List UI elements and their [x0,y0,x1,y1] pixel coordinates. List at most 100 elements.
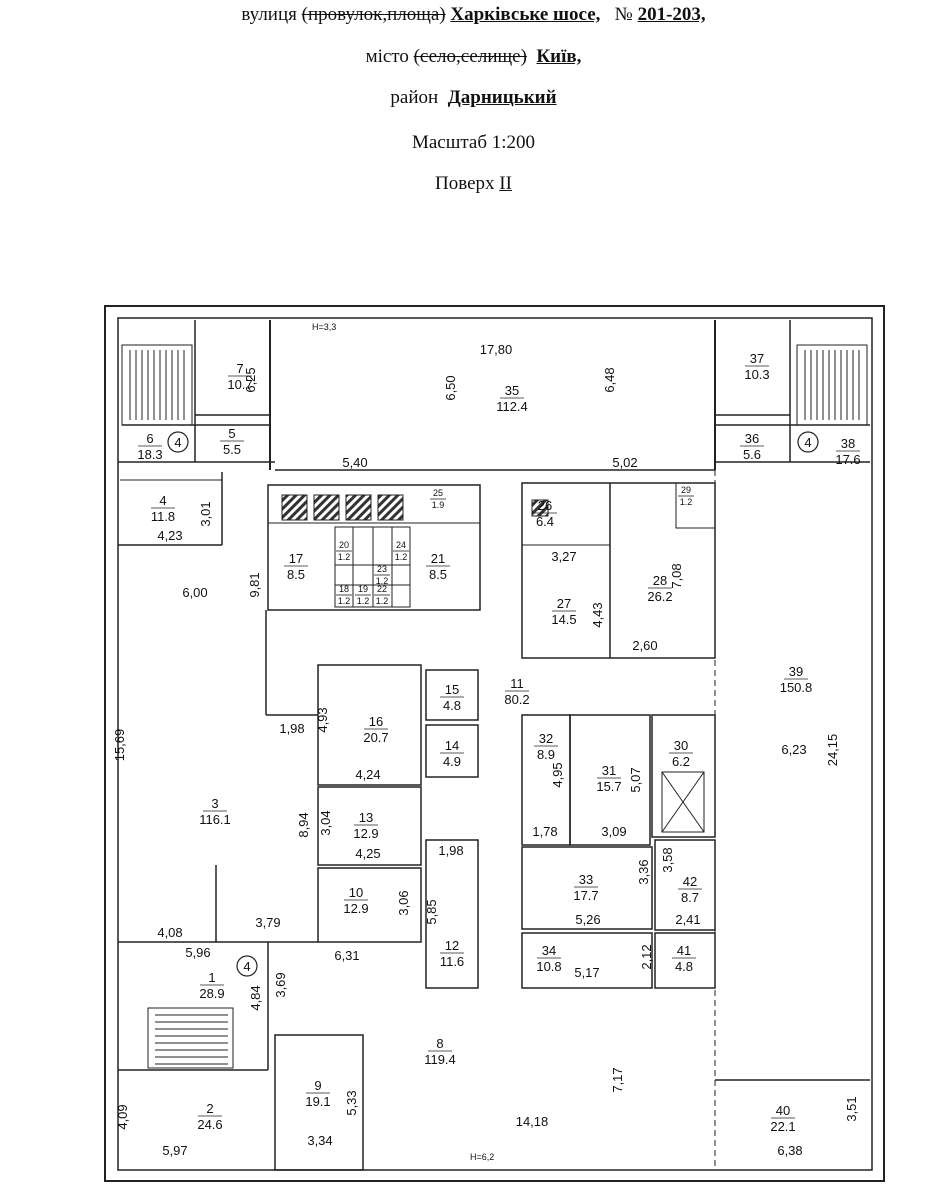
dimension-label: 1,98 [438,843,463,858]
room-area: 14.5 [551,612,576,627]
dimension-label: 4,08 [157,925,182,940]
room-area: 12.9 [353,826,378,841]
room-number: 41 [677,943,691,958]
dimension-label: 1,98 [279,721,304,736]
room-area: 5.5 [223,442,241,457]
room-area: 1.2 [376,596,389,606]
room-number: 39 [789,664,803,679]
dimension-label: 5,17 [574,965,599,980]
room-number: 1 [208,970,215,985]
building-number: 201-203, [637,4,706,25]
dimension-label: 5,33 [344,1090,359,1115]
height-mark: H=6,2 [470,1152,494,1162]
room-number: 7 [236,361,243,376]
room-area: 8.5 [429,567,447,582]
stair-treads [129,350,860,1065]
dimension-label: 9,81 [247,572,262,597]
room-area: 10.7 [227,377,252,392]
room-number: 17 [289,551,303,566]
dimension-label: 8,94 [296,812,311,837]
room-number: 33 [579,872,593,887]
room-number: 2 [206,1101,213,1116]
dimension-label: 2,12 [639,944,654,969]
hatched-shafts [281,494,549,521]
room-number: 29 [681,485,691,495]
dimension-label: 7,17 [610,1067,625,1092]
stair-marker-circle [236,955,258,977]
room-number: 34 [542,943,556,958]
district-name: Дарницький [447,87,557,108]
room-area: 80.2 [504,692,529,707]
dimension-label: 3,58 [660,847,675,872]
dimension-label: 6,00 [182,585,207,600]
room-number: 42 [683,874,697,889]
room-number: 14 [445,738,459,753]
dimension-label: 3,27 [551,549,576,564]
room-area: 8.5 [287,567,305,582]
dimension-label: 5,07 [628,767,643,792]
room-area: 12.9 [343,901,368,916]
dimension-label: 3,51 [844,1096,859,1121]
room-area: 116.1 [199,812,231,827]
room-area: 4.9 [443,754,461,769]
room-area: 119.4 [424,1052,456,1067]
dimension-label: 5,97 [162,1143,187,1158]
dimension-label: 1,78 [532,824,557,839]
dimension-label: 5,96 [185,945,210,960]
address-line-district: район Дарницький [0,87,947,109]
room-number: 31 [602,763,616,778]
room-area: 1.2 [338,596,351,606]
room-number: 38 [841,436,855,451]
room-area: 17.7 [573,888,598,903]
street-types-struck: (провулок,площа) [301,4,446,25]
stair-marker-label: 4 [243,959,250,974]
room-area: 17.6 [835,452,860,467]
room-area: 15.7 [596,779,621,794]
city-types-struck: (село,селище) [413,46,527,67]
room-number: 23 [377,564,387,574]
dimension-label: 24,15 [825,734,840,767]
dimension-label: 3,36 [636,859,651,884]
room-number: 21 [431,551,445,566]
room-area: 10.3 [744,367,769,382]
dimension-label: 2,60 [632,638,657,653]
room-number: 6 [146,431,153,446]
city-label: місто [365,46,409,67]
dimension-label: 4,95 [550,762,565,787]
room-area: 1.2 [376,576,389,586]
room-area: 22.1 [770,1119,795,1134]
dimension-label: 2,41 [675,912,700,927]
dimension-label: 3,06 [396,890,411,915]
room-area: 8.9 [537,747,555,762]
dimension-label: 6,48 [602,367,617,392]
room-area: 6.4 [536,514,554,529]
room-number: 22 [377,584,387,594]
dimension-label: 4,84 [248,985,263,1010]
room-number: 30 [674,738,688,753]
room-number: 18 [339,584,349,594]
dimension-label: 6,38 [777,1143,802,1158]
room-area: 1.2 [338,552,351,562]
room-area: 20.7 [363,730,388,745]
street-label: вулиця [241,4,297,25]
dimension-label: 6,31 [334,948,359,963]
room-number: 5 [228,426,235,441]
scale-label: Масштаб 1:200 [411,132,536,153]
dimension-label: 3,69 [273,972,288,997]
floor-value: II [499,173,512,194]
dimension-label: 4,23 [157,528,182,543]
walls [104,305,885,1182]
stair-marker-circle [797,431,819,453]
room-area: 4.8 [675,959,693,974]
stair-marker-label: 4 [804,435,811,450]
dimension-label: 3,79 [255,915,280,930]
floor-label: Поверх [435,173,495,194]
room-number: 9 [314,1078,321,1093]
room-area: 18.3 [137,447,162,462]
dimension-label: 6,50 [443,375,458,400]
number-label: № [614,4,633,25]
dimension-label: 17,80 [480,342,513,357]
dimension-label: 4,43 [590,602,605,627]
room-number: 20 [339,540,349,550]
room-area: 6.2 [672,754,690,769]
